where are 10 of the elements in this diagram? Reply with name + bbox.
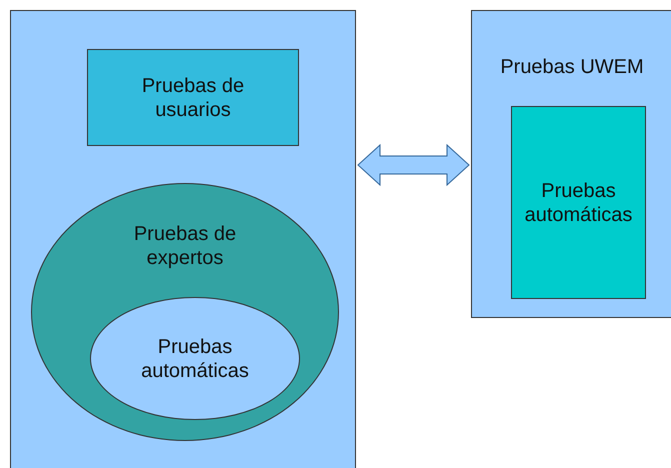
- node-label: Pruebas automáticas: [140, 334, 250, 382]
- node-label: Pruebas automáticas: [524, 178, 634, 226]
- node-label: Pruebas de usuarios: [140, 74, 246, 122]
- panel-box: [471, 10, 671, 318]
- process-box: [87, 49, 299, 146]
- process-box: [511, 106, 646, 299]
- node-label: Pruebas UWEM: [500, 55, 644, 79]
- panel-box: [10, 10, 356, 468]
- double-arrow: [357, 144, 470, 186]
- node-label: Pruebas de expertos: [132, 222, 238, 270]
